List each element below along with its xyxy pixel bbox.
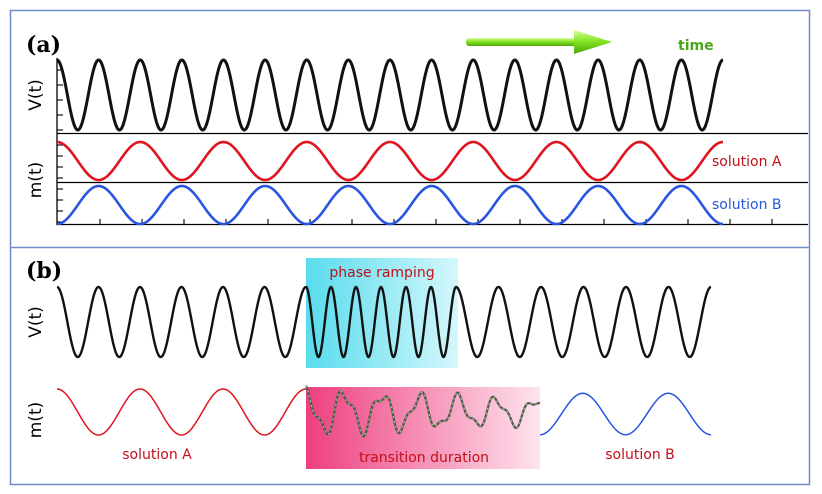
panel-a-magnetization-ticks: [57, 144, 63, 223]
panel-b-transition-wave: [305, 385, 541, 438]
panel-b-magnetization-axis-label: m(t): [26, 402, 46, 439]
panel-a-solution-a-label: solution A: [712, 154, 782, 170]
panel-b-voltage-wave: [56, 285, 712, 359]
phase-ramping-box: [306, 258, 458, 368]
panel-b-voltage-axis-label: V(t): [26, 306, 46, 338]
time-label: time: [678, 38, 714, 54]
panel-a-solution-a-wave: [56, 140, 724, 182]
panel-a-voltage-ticks: [57, 69, 63, 131]
panel-a-solution-b-wave: [56, 184, 724, 226]
panel-b-solution-b-wave: [539, 392, 712, 436]
panel-b-solution-a-wave: [56, 388, 307, 436]
panel-b: (b) phase ramping transition duration V(…: [26, 258, 712, 469]
panel-b-solution-a-label: solution A: [122, 447, 192, 463]
panel-a-voltage-axis-label: V(t): [26, 79, 46, 111]
phase-ramping-label: phase ramping: [329, 265, 434, 281]
transition-duration-label: transition duration: [359, 450, 489, 466]
panel-b-label: (b): [26, 258, 62, 284]
panel-a-magnetization-axis-label: m(t): [26, 162, 46, 199]
panel-a-voltage-wave: [56, 58, 724, 132]
time-arrow-icon: [466, 30, 612, 54]
panel-a: (a) time V(t) m(t) solution A solution B: [26, 30, 808, 226]
panel-a-solution-b-label: solution B: [712, 197, 782, 213]
panel-a-label: (a): [26, 32, 61, 58]
panel-a-time-ticks: [99, 219, 773, 224]
panel-b-solution-b-label: solution B: [605, 447, 675, 463]
